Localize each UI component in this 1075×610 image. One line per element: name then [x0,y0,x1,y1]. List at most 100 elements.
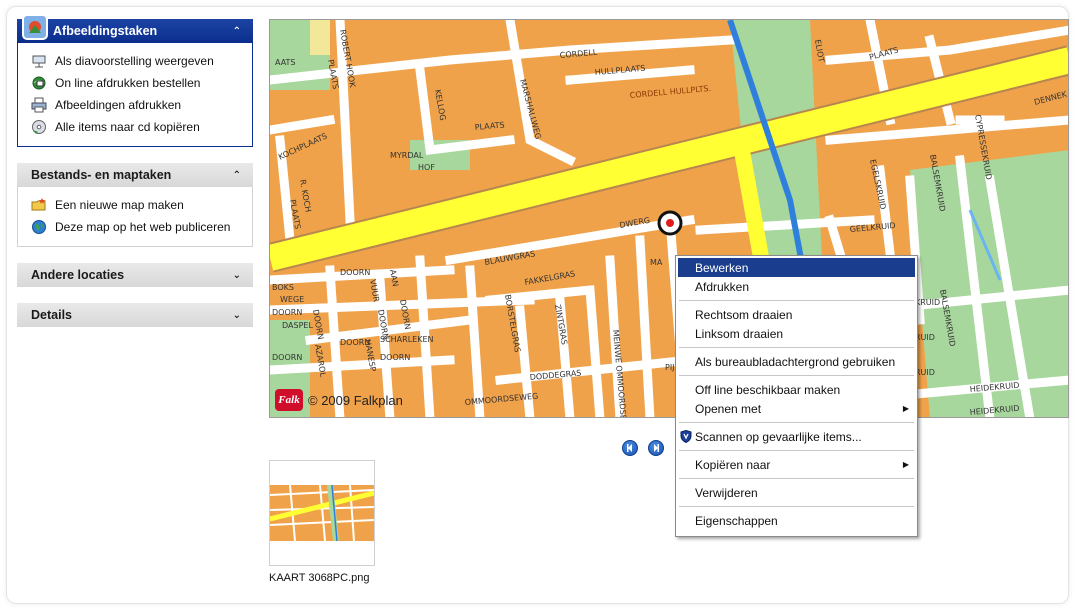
details-header[interactable]: Details ⌄ [17,303,253,327]
map-label: RUID [915,333,935,342]
task-label[interactable]: Alle items naar cd kopiëren [55,120,200,134]
picture-tasks-header[interactable]: Afbeeldingstaken ⌃ [17,14,253,43]
other-places-header[interactable]: Andere locaties ⌄ [17,263,253,287]
menu-item-label: Openen met [695,401,762,416]
other-places-panel: Andere locaties ⌄ [17,263,253,287]
menu-item-label: Off line beschikbaar maken [695,382,841,397]
task-label[interactable]: Een nieuwe map maken [55,198,184,212]
map-preview[interactable]: AATS ROBERT HOOK PLAATS CORDELL HULLPLAA… [269,19,1069,418]
menu-item-print[interactable]: Afdrukken [678,277,915,296]
task-label[interactable]: Afbeeldingen afdrukken [55,98,182,112]
menu-item-delete[interactable]: Verwijderen [678,483,915,502]
shield-icon [680,430,692,443]
menu-item-label: Verwijderen [695,485,758,500]
printer-icon [30,97,48,113]
map-label: KRUID [915,298,940,307]
menu-item-copy-to[interactable]: Kopiëren naar ▶ [678,455,915,474]
map-label: BOKS [272,283,294,292]
map-label: DOORN [272,353,302,362]
new-folder-icon [30,197,48,213]
collapse-chevron-icon[interactable]: ⌃ [232,169,241,181]
map-label: VUUR [368,279,381,303]
menu-separator [679,478,914,479]
collapse-chevron-icon[interactable]: ⌃ [232,25,241,37]
previous-image-button[interactable] [622,440,638,456]
menu-separator [679,375,914,376]
map-label: DOORN [340,338,370,347]
copyright-text: © 2009 Falkplan [308,392,403,408]
map-label: DODDEGRAS [529,369,581,382]
map-label: GEELKRUID [849,221,896,234]
map-label: MYRDAL [390,151,424,160]
menu-separator [679,347,914,348]
menu-item-properties[interactable]: Eigenschappen [678,511,915,530]
task-copy-to-cd[interactable]: Alle items naar cd kopiëren [30,116,244,138]
file-tasks-header[interactable]: Bestands- en maptaken ⌃ [17,163,253,187]
map-label: WEGE [280,295,304,304]
map-label: DASPEL [282,321,313,330]
map-label: DOORN [380,353,410,362]
map-label: AAN [388,269,400,287]
menu-item-label: Bewerken [695,260,749,275]
map-label: SCHARLEKEN [380,335,434,344]
menu-separator [679,450,914,451]
menu-separator [679,300,914,301]
submenu-arrow-icon: ▶ [902,460,909,469]
menu-item-edit[interactable]: Bewerken [678,258,915,277]
previous-image-icon [627,444,632,452]
slideshow-icon [30,53,48,69]
details-panel: Details ⌄ [17,303,253,327]
map-label: ELIOT [813,39,826,63]
next-image-button[interactable] [648,440,664,456]
task-label[interactable]: Als diavoorstelling weergeven [55,54,214,68]
picture-tasks-title: Afbeeldingstaken [53,24,158,38]
menu-separator [679,422,914,423]
expand-chevron-icon[interactable]: ⌄ [232,269,241,281]
map-label: DOORN [340,268,370,277]
task-label[interactable]: On line afdrukken bestellen [55,76,201,90]
thumbnail-item[interactable] [269,460,375,566]
submenu-arrow-icon: ▶ [902,404,909,413]
online-print-icon [30,75,48,91]
menu-item-label: Scannen op gevaarlijke items... [695,429,862,444]
picture-tasks-icon [22,14,48,40]
map-image: AATS ROBERT HOOK PLAATS CORDELL HULLPLAA… [270,20,1068,417]
menu-item-rotate-counterclockwise[interactable]: Linksom draaien [678,324,915,343]
task-publish-folder-web[interactable]: Deze map op het web publiceren [30,216,244,238]
task-order-prints-online[interactable]: On line afdrukken bestellen [30,72,244,94]
menu-item-scan[interactable]: Scannen op gevaarlijke items... [678,427,915,446]
menu-item-label: Rechtsom draaien [695,307,793,322]
map-label: RUID [915,368,935,377]
thumbnail-filename[interactable]: KAART 3068PC.png [269,572,370,584]
menu-item-label: Kopiëren naar [695,457,771,472]
expand-chevron-icon[interactable]: ⌄ [232,309,241,321]
map-label: HULLPLAATS [594,64,645,77]
file-tasks-panel: Bestands- en maptaken ⌃ Een nieuwe map m… [17,163,253,247]
menu-item-set-desktop-background[interactable]: Als bureaubladachtergrond gebruiken [678,352,915,371]
task-slideshow[interactable]: Als diavoorstelling weergeven [30,50,244,72]
picture-tasks-panel: Afbeeldingstaken ⌃ Als diavoorstelling w… [17,14,253,147]
context-menu: Bewerken Afdrukken Rechtsom draaien Link… [675,255,918,537]
globe-icon [30,219,48,235]
picture-tasks-body: Als diavoorstelling weergeven On line af… [17,43,253,147]
map-label: HEIDEKRUID [969,404,1019,417]
menu-item-open-with[interactable]: Openen met ▶ [678,399,915,418]
menu-item-label: Als bureaubladachtergrond gebruiken [695,354,896,369]
menu-item-make-available-offline[interactable]: Off line beschikbaar maken [678,380,915,399]
file-tasks-body: Een nieuwe map maken Deze map op het web… [17,187,253,247]
map-label: HEIDEKRUID [969,381,1019,394]
menu-item-rotate-clockwise[interactable]: Rechtsom draaien [678,305,915,324]
task-print-pictures[interactable]: Afbeeldingen afdrukken [30,94,244,116]
task-new-folder[interactable]: Een nieuwe map maken [30,194,244,216]
task-pane: Afbeeldingstaken ⌃ Als diavoorstelling w… [17,14,253,343]
menu-item-label: Eigenschappen [695,513,778,528]
details-title: Details [31,308,72,322]
map-label: CORDELL [559,48,598,60]
next-image-icon [654,444,659,452]
cd-icon [30,119,48,135]
menu-separator [679,506,914,507]
map-label: HOF [418,163,435,172]
map-label: MA [650,258,663,267]
task-label[interactable]: Deze map op het web publiceren [55,220,231,234]
map-copyright: Falk © 2009 Falkplan [275,389,403,411]
